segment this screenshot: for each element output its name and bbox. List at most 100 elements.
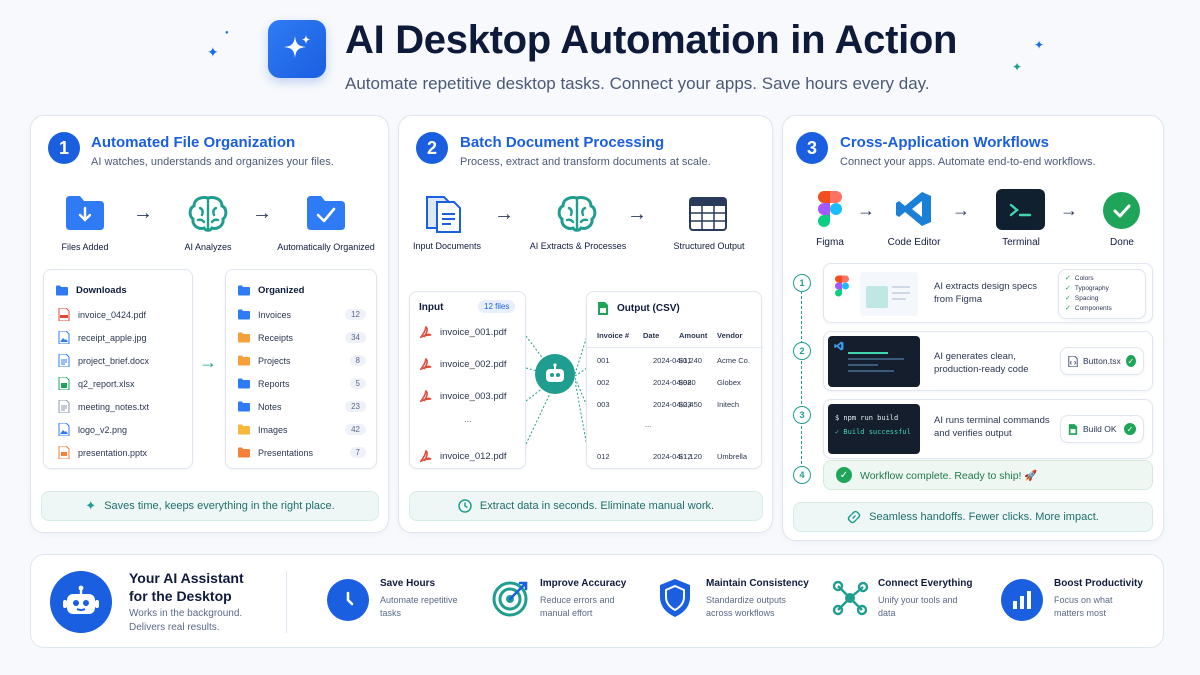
folder-name: Presentations — [258, 447, 314, 458]
folder-count: 34 — [345, 332, 366, 343]
code-file-icon — [1068, 355, 1078, 367]
folder-row[interactable]: Reports 5 — [238, 377, 366, 390]
app-logo — [268, 20, 326, 78]
panel-title: Automated File Organization — [91, 134, 296, 151]
list-item[interactable]: invoice_003.pdf — [420, 390, 507, 403]
folder-count: 5 — [349, 378, 366, 389]
file-name: Button.tsx — [1083, 356, 1121, 366]
doc-file-icon — [58, 354, 70, 367]
list-item[interactable]: logo_v2.png — [58, 423, 127, 436]
table-cell: 002 — [597, 378, 610, 387]
check-circle-icon: ✓ — [1124, 423, 1136, 435]
column-header: Vendor — [717, 331, 743, 340]
complete-text: Workflow complete. Ready to ship! 🚀 — [860, 469, 1038, 482]
panel-note: Extract data in seconds. Eliminate manua… — [409, 491, 763, 521]
folder-icon — [238, 332, 250, 343]
table-cell: 012 — [597, 452, 610, 461]
panel-note: Seamless handoffs. Fewer clicks. More im… — [793, 502, 1153, 532]
brain-icon — [557, 196, 597, 232]
check-circle-icon — [1103, 192, 1140, 229]
benefit-desc: Focus on what matters most — [1054, 595, 1113, 618]
connector-lines — [526, 335, 557, 445]
step-text: AI generates clean, production-ready cod… — [934, 351, 1029, 375]
list-item[interactable]: presentation.pptx — [58, 446, 147, 459]
table-cell: 2024-04-03 — [653, 400, 692, 409]
file-name: q2_report.xlsx — [78, 378, 135, 389]
list-item[interactable]: project_brief.docx — [58, 354, 149, 367]
list-item[interactable]: invoice_001.pdf — [420, 326, 507, 339]
table-icon — [689, 197, 727, 231]
file-name: project_brief.docx — [78, 355, 150, 366]
check-icon: ✓ — [1065, 285, 1071, 292]
figma-icon — [835, 275, 849, 297]
benefit-desc: Automate repetitive tasks — [380, 595, 458, 618]
sparkle-icon: ✦ — [207, 44, 219, 60]
file-name: invoice_0424.pdf — [78, 309, 147, 320]
assistant-title: Your AI Assistant for the Desktop — [129, 570, 244, 604]
folder-row[interactable]: Presentations 7 — [238, 446, 366, 459]
step-number: 4 — [793, 466, 811, 484]
benefit-desc: Standardize outputs across workflows — [706, 595, 787, 618]
benefits-bar: Your AI Assistant for the Desktop Works … — [30, 554, 1164, 648]
panel-subtitle: AI watches, understands and organizes yo… — [91, 156, 334, 168]
folder-icon — [238, 309, 250, 320]
table-cell: Initech — [717, 400, 740, 409]
flow-label: AI Analyzes — [184, 242, 232, 252]
bar-chart-icon — [1001, 579, 1043, 621]
folder-name: Reports — [258, 378, 290, 389]
build-status-chip[interactable]: Build OK ✓ — [1060, 415, 1144, 443]
flow-label: Automatically Organized — [277, 242, 375, 252]
step-number: 1 — [793, 274, 811, 292]
list-item[interactable]: q2_report.xlsx — [58, 377, 135, 390]
file-chip[interactable]: Button.tsx ✓ — [1060, 347, 1144, 375]
step-text: AI runs terminal commands and verifies o… — [934, 415, 1050, 439]
flow-label: Terminal — [1002, 237, 1040, 248]
output-title: Output (CSV) — [617, 303, 680, 314]
flow-label: AI Extracts & Processes — [529, 241, 627, 251]
organized-title: Organized — [258, 285, 305, 296]
sparkle-icon — [284, 35, 310, 58]
design-preview — [860, 272, 918, 316]
folder-download-icon — [66, 196, 104, 230]
list-item[interactable]: invoice_012.pdf — [420, 450, 507, 463]
image-file-icon — [58, 423, 70, 436]
list-item[interactable]: invoice_0424.pdf — [58, 308, 146, 321]
sparkle-icon: ● — [225, 30, 229, 36]
pdf-file-icon — [58, 308, 70, 321]
output-header: Output (CSV) — [597, 302, 680, 315]
arrow-right-icon: → — [1060, 200, 1078, 220]
robot-icon — [535, 354, 575, 394]
list-item[interactable]: meeting_notes.txt — [58, 400, 149, 413]
ellipsis: ... — [464, 414, 472, 424]
divider — [286, 571, 287, 633]
benefit-title: Improve Accuracy — [540, 578, 627, 589]
file-count-badge: 12 files — [478, 300, 516, 313]
table-cell: 2024-04-12 — [653, 452, 692, 461]
note-text: Seamless handoffs. Fewer clicks. More im… — [869, 511, 1099, 523]
check-circle-icon: ✓ — [836, 467, 852, 483]
arrow-right-icon: → — [627, 203, 647, 225]
list-item[interactable]: receipt_apple.jpg — [58, 331, 147, 344]
slides-file-icon — [58, 446, 70, 459]
step-badge: 1 — [48, 132, 80, 164]
file-name: invoice_012.pdf — [440, 451, 507, 462]
table-row: ... — [587, 420, 763, 434]
spec-item: ✓Spacing — [1065, 295, 1099, 302]
folder-icon — [238, 378, 250, 389]
file-name: presentation.pptx — [78, 447, 148, 458]
shield-icon — [660, 579, 690, 617]
folder-count: 7 — [349, 447, 366, 458]
pdf-file-icon — [420, 358, 432, 371]
check-icon: ✓ — [1065, 275, 1071, 282]
arrow-right-icon: → — [857, 200, 875, 220]
list-item[interactable]: invoice_002.pdf — [420, 358, 507, 371]
workflow-complete-banner: ✓ Workflow complete. Ready to ship! 🚀 — [823, 460, 1153, 490]
